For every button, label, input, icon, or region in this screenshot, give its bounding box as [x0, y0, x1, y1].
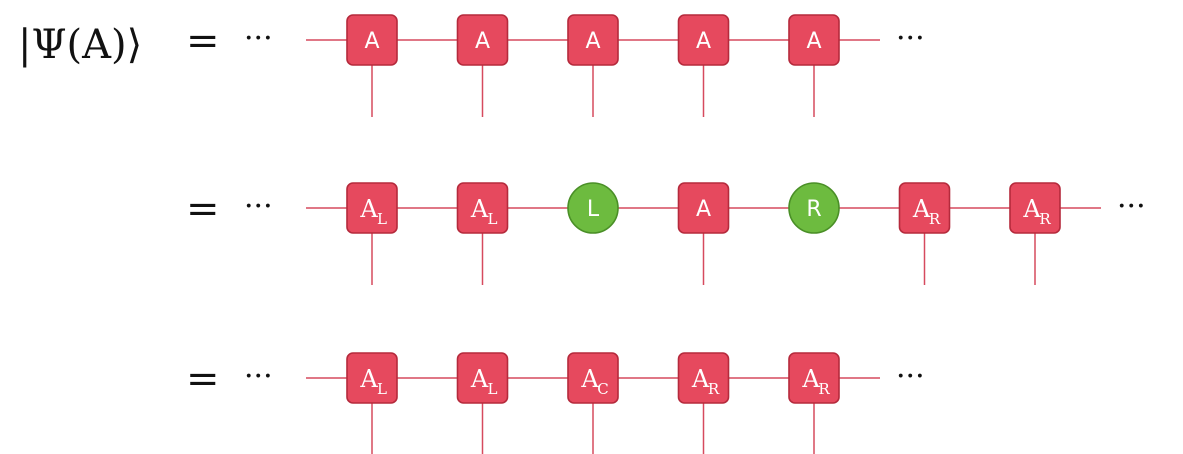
- tensor-subscript: R: [929, 210, 941, 228]
- tensor-box: [346, 182, 398, 234]
- ellipsis-left: ···: [244, 21, 273, 56]
- tensor-box: [1009, 182, 1061, 234]
- tensor-box: [567, 14, 619, 66]
- mps-tensor: AR: [1009, 182, 1061, 285]
- ellipsis-right: ···: [896, 21, 925, 56]
- mps-tensor: AC: [567, 352, 619, 454]
- tensor-box: [677, 182, 730, 234]
- tensor-box: [567, 352, 619, 404]
- tensor-label: A: [580, 365, 599, 393]
- tensor-label: A: [1022, 195, 1041, 223]
- mps-tensor: A: [677, 14, 730, 117]
- tensor-label: A: [912, 195, 931, 223]
- row-uniform-mps: = ··· A A A A A ···: [186, 14, 925, 117]
- tensor-box: [788, 352, 840, 404]
- gauge-circle: [788, 182, 840, 234]
- tensor-box: [456, 14, 509, 66]
- tensor-subscript: R: [818, 380, 830, 398]
- tensor-label: R: [806, 197, 821, 222]
- tensor-box: [788, 14, 840, 66]
- tensor-label: A: [691, 365, 710, 393]
- mps-tensor: AR: [898, 182, 951, 285]
- mps-tensor: A: [567, 14, 619, 117]
- tensor-box: [677, 352, 730, 404]
- mps-tensor: A: [456, 14, 509, 117]
- mps-tensor: A: [677, 182, 730, 285]
- tensor-label: A: [364, 29, 379, 54]
- tensor-label: A: [696, 29, 711, 54]
- tensor-label: A: [359, 365, 378, 393]
- tensor-subscript: L: [488, 210, 498, 228]
- mps-tensor: AR: [788, 352, 840, 454]
- tensor-label: L: [587, 197, 600, 222]
- ellipsis-right: ···: [896, 359, 925, 394]
- equals-sign: =: [186, 186, 220, 232]
- tensor-label: A: [806, 29, 821, 54]
- state-ket: |Ψ(A)⟩: [18, 22, 142, 68]
- ellipsis-left: ···: [244, 189, 273, 224]
- tensor-subscript: L: [488, 380, 498, 398]
- tensor-label: A: [585, 29, 600, 54]
- gauge-circle: [567, 182, 619, 234]
- tensor-box: [898, 182, 951, 234]
- mps-tensor: A: [346, 14, 398, 117]
- equals-sign: =: [186, 356, 220, 402]
- gauge-matrix-L: L: [567, 182, 619, 234]
- tensor-box: [456, 182, 509, 234]
- tensor-label: A: [801, 365, 820, 393]
- tensor-label: A: [696, 197, 711, 222]
- tensor-subscript: L: [377, 380, 387, 398]
- tensor-label: A: [475, 29, 490, 54]
- mps-tensor: A: [788, 14, 840, 117]
- tensor-subscript: R: [708, 380, 720, 398]
- tensor-label: A: [470, 365, 489, 393]
- tensor-subscript: R: [1039, 210, 1051, 228]
- tensor-box: [677, 14, 730, 66]
- mps-tensor: AR: [677, 352, 730, 454]
- tensor-box: [456, 352, 509, 404]
- equals-sign: =: [186, 18, 220, 64]
- tensor-label: A: [470, 195, 489, 223]
- tensor-label: A: [359, 195, 378, 223]
- tensor-box: [346, 352, 398, 404]
- ellipsis-left: ···: [244, 359, 273, 394]
- ellipsis-right: ···: [1117, 189, 1146, 224]
- tensor-subscript: L: [377, 210, 387, 228]
- tensor-box: [346, 14, 398, 66]
- gauge-matrix-R: R: [788, 182, 840, 234]
- tensor-subscript: C: [597, 380, 608, 398]
